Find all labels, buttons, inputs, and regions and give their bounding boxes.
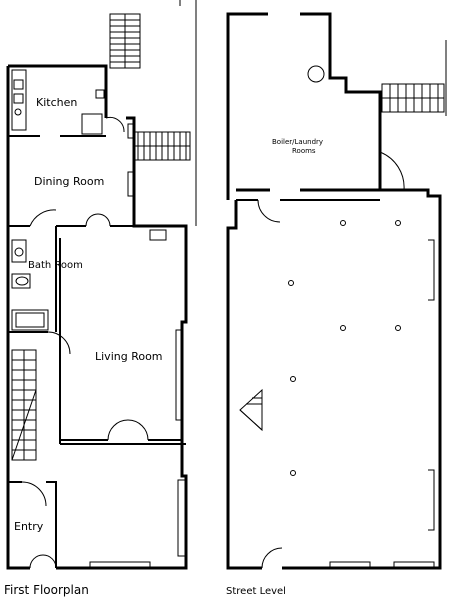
street-door-swing: [261, 547, 283, 569]
room-label-kitchen: Kitchen: [36, 96, 77, 109]
room-label-boiler-laundry: Boiler/Laundry Rooms: [272, 138, 325, 155]
front-door-swing: [29, 554, 57, 569]
room-label-living: Living Room: [95, 350, 163, 363]
structural-columns: [288, 220, 401, 476]
room-label-entry: Entry: [14, 520, 44, 533]
exterior-wall: [6, 64, 188, 570]
living-french-door-swing: [107, 419, 149, 441]
interior-stair: [11, 349, 37, 461]
exterior-back-stair: [109, 13, 141, 69]
kitchen-fixtures: [11, 69, 125, 135]
room-label-bath: Bath Room: [28, 260, 83, 271]
caption-street-level: Street Level: [226, 586, 286, 597]
room-label-boiler-laundry-line2: Rooms: [292, 147, 316, 155]
street-level-plan: Boiler/Laundry Rooms Street Level: [226, 12, 447, 597]
boiler-icon: [307, 65, 325, 83]
room-label-boiler-laundry-line1: Boiler/Laundry: [272, 138, 323, 146]
french-door-swing: [85, 213, 111, 227]
street-level-exterior-wall: [226, 12, 442, 570]
first-floorplan: Kitchen Dining Room Living Room Entry Ba…: [4, 0, 197, 597]
basement-door-swing: [257, 199, 281, 223]
bathroom-fixtures: [11, 239, 49, 331]
side-stair: [133, 131, 191, 161]
street-level-exterior-stair: [381, 40, 447, 116]
dining-door-swing: [29, 209, 57, 227]
caption-first-floorplan: First Floorplan: [4, 583, 89, 597]
street-level-west-stair: [239, 388, 263, 432]
room-label-dining: Dining Room: [34, 175, 104, 188]
